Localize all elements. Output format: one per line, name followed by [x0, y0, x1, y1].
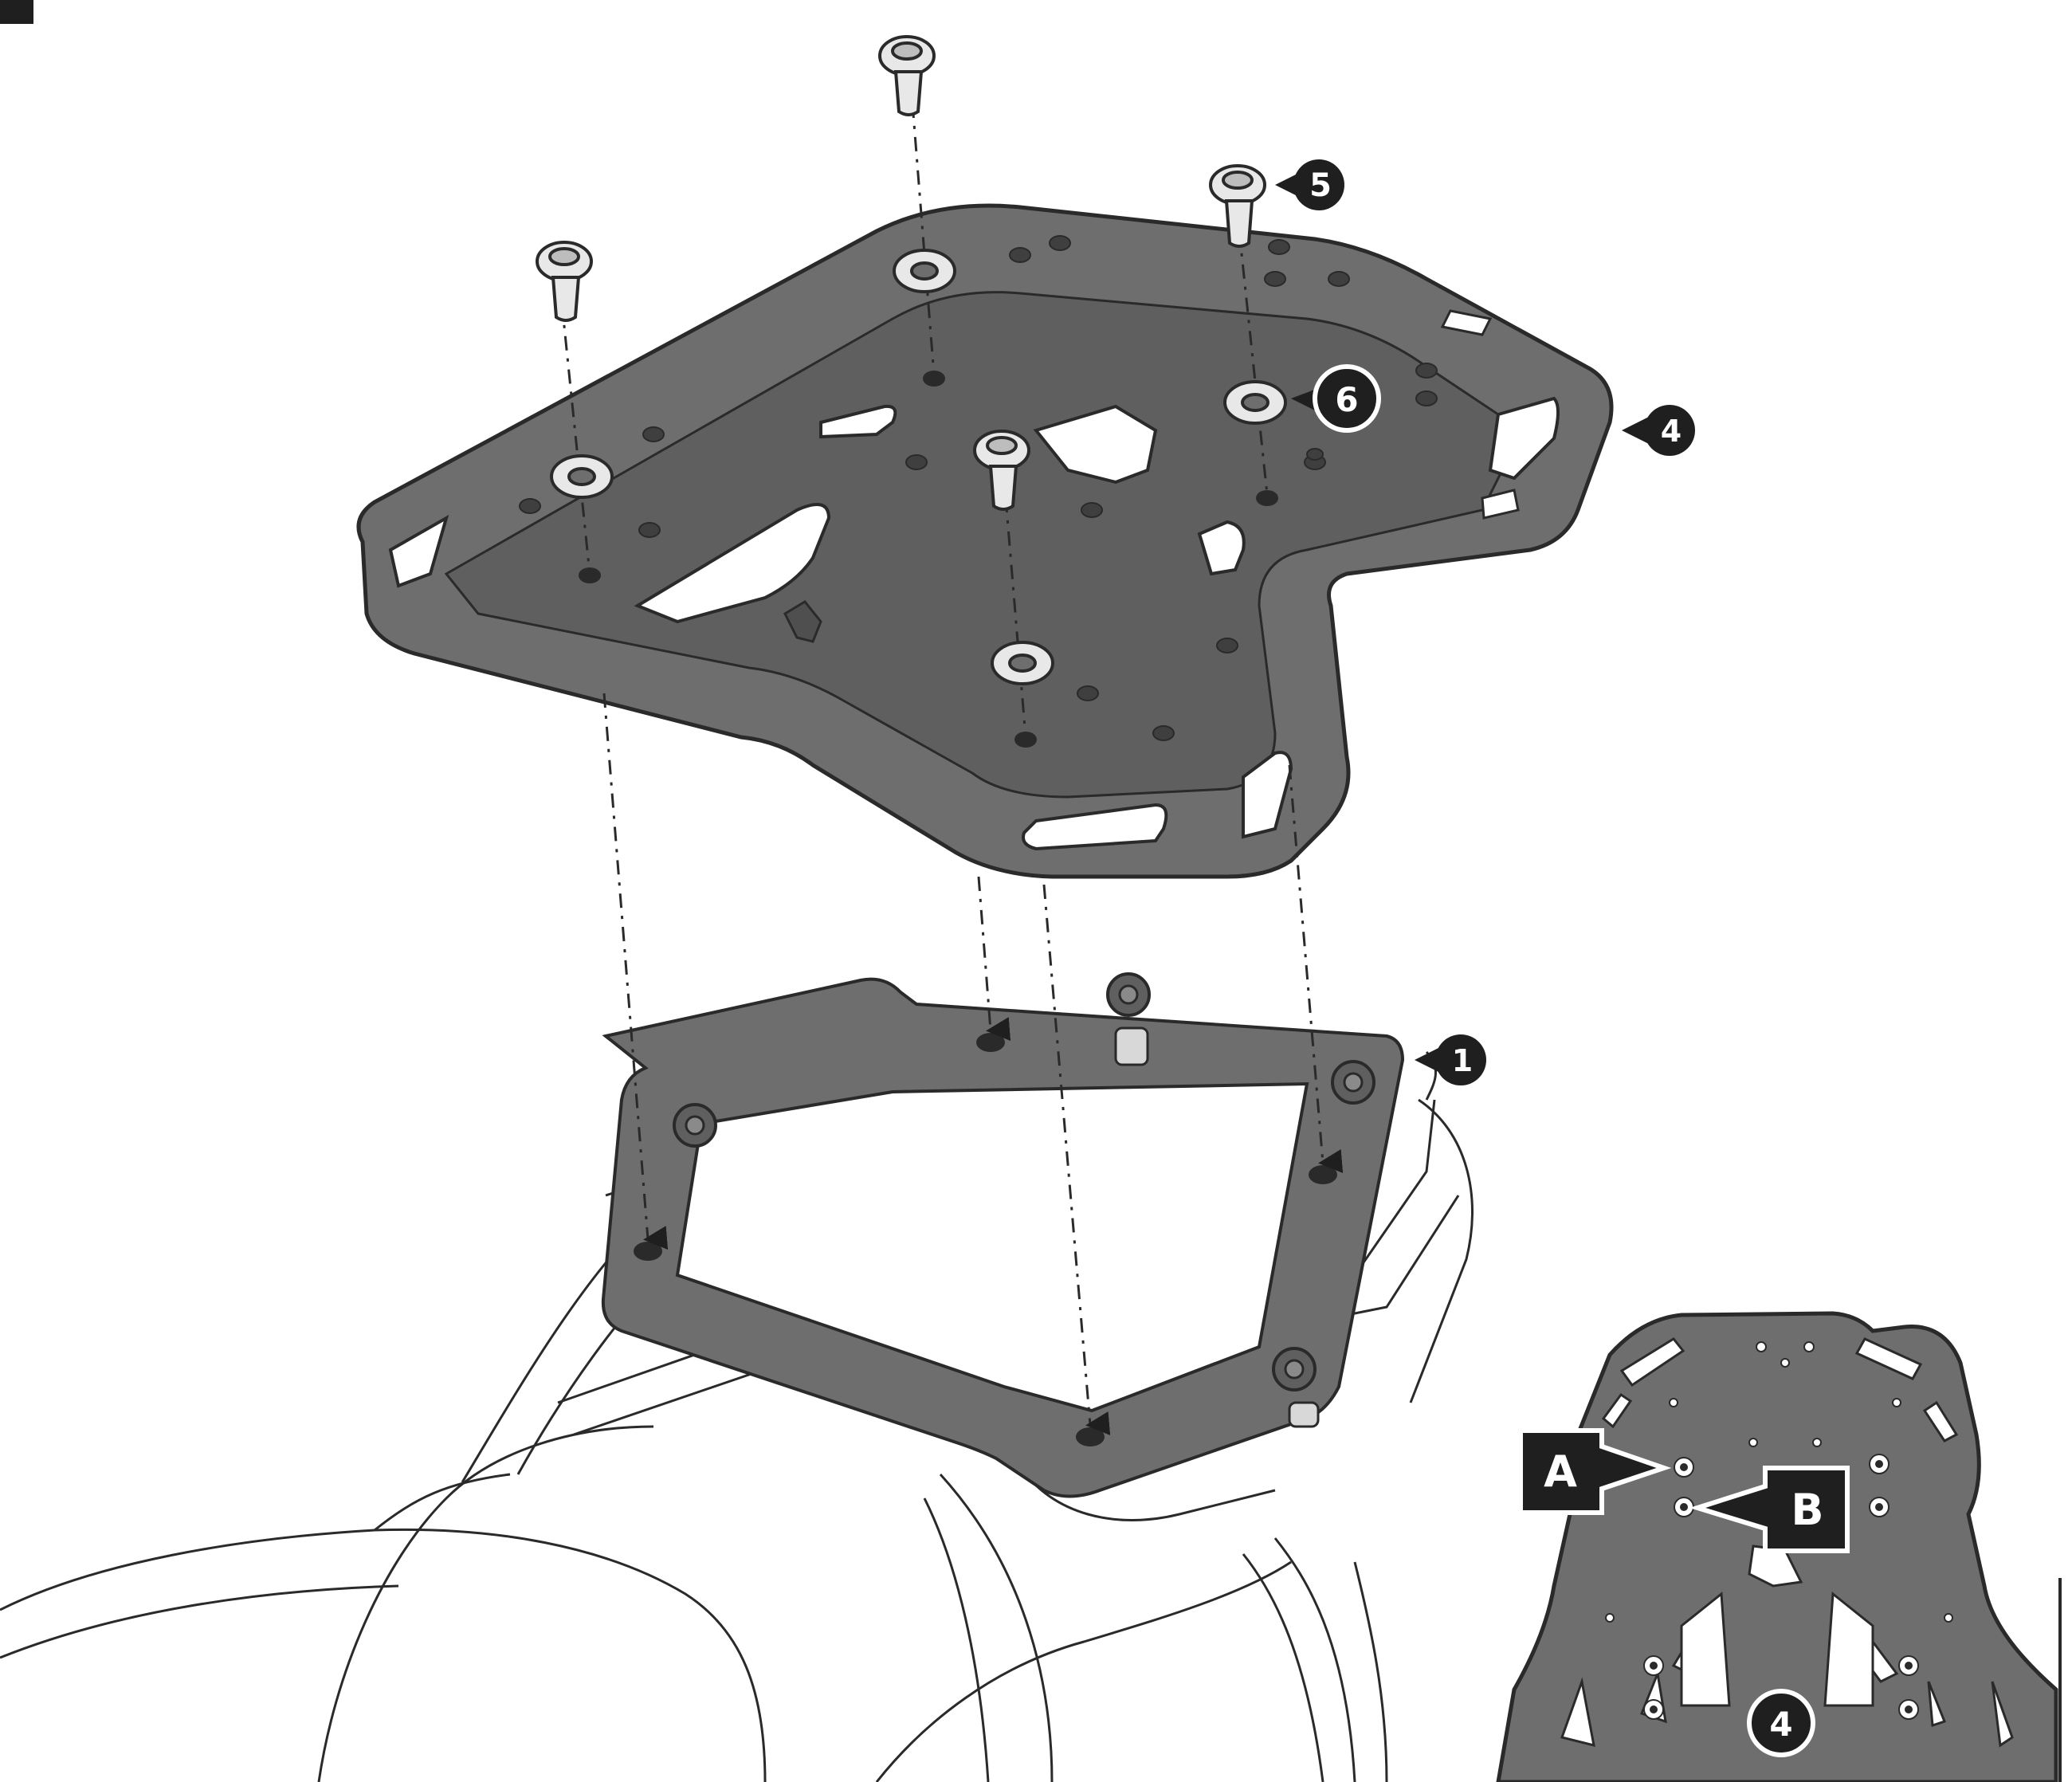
corner-mark: [0, 0, 33, 24]
detail-callout-4: [1747, 1689, 1815, 1757]
adapter-frame: [601, 972, 1405, 1498]
callout-part-4: 4: [1622, 405, 1695, 456]
callout-part-6: 6: [1291, 364, 1381, 433]
marker-a: A: [1518, 1428, 1672, 1515]
rack-plate: [356, 203, 1614, 879]
marker-a-label: A: [1544, 1446, 1577, 1497]
callout-part-1: 1: [1415, 1034, 1486, 1085]
washer-icon: [550, 249, 1287, 685]
marker-b-label: B: [1791, 1485, 1823, 1535]
callout-label: 4: [1661, 414, 1682, 449]
alignment-lines: [560, 103, 1344, 1435]
callout-label: 6: [1335, 380, 1358, 419]
callout-label: 5: [1309, 167, 1332, 204]
callout-part-5: 5: [1275, 159, 1344, 210]
callout-label: 4: [1769, 1705, 1792, 1744]
marker-b: B: [1689, 1466, 1850, 1553]
callout-label: 1: [1452, 1043, 1473, 1078]
screw-icon: [536, 35, 1266, 511]
